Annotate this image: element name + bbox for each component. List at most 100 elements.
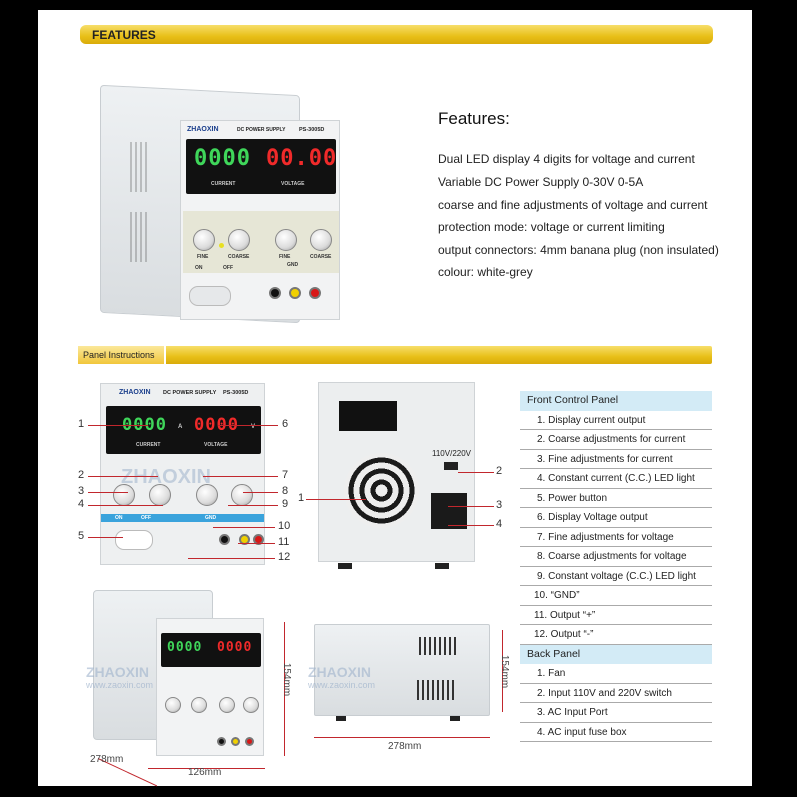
list-item: 4. AC input fuse box [520,723,712,742]
ac-input-port[interactable] [431,493,467,529]
feature-line: Variable DC Power Supply 0-30V 0-5A [438,175,644,189]
back-callout-3: 3 [496,499,503,511]
list-item: 6. Display Voltage output [520,508,712,528]
gnd-jack[interactable] [219,534,230,545]
panel-stripe: ON OFF GND [101,514,264,522]
watermark-url: www.zaoxin.com [86,680,154,690]
fan-grille [344,453,419,528]
positive-jack[interactable] [239,534,250,545]
positive-jack[interactable] [289,287,301,299]
callout-10: 10 [278,520,291,532]
features-header-bar: FEATURES [80,25,713,44]
callout-1: 1 [78,418,85,430]
features-header: FEATURES [92,28,156,42]
height-dimension-line [284,622,285,756]
negative-jack[interactable] [253,534,264,545]
power-button[interactable] [189,286,231,306]
side-length-dimension-line [314,737,490,738]
current-coarse-knob[interactable] [228,229,250,251]
voltage-fine-label: FINE [279,254,291,260]
callout-9: 9 [282,498,289,510]
side-vent [130,142,150,192]
voltage-readout: 00.00 [266,146,338,171]
height-dimension: 154mm [281,662,293,697]
model-label: PS-3005D [223,390,249,396]
model-label: PS-3005D [299,127,325,133]
led-display: 0000 0000 A V CURRENT VOLTAGE [106,406,261,454]
voltage-fine-knob[interactable] [196,484,218,506]
voltage-label: VOLTAGE [204,442,228,448]
current-coarse-label: COARSE [228,254,250,260]
watermark: ZHAOXIN [121,466,211,488]
voltage-readout: 0000 [194,415,239,435]
voltage-coarse-knob[interactable] [310,229,332,251]
width-dimension: 126mm [188,767,222,778]
current-coarse-knob[interactable] [149,484,171,506]
back-callout-2: 2 [496,465,503,477]
depth-dimension: 278mm [90,754,124,765]
side-vent [417,680,457,700]
amp-unit: A [178,424,183,430]
callout-3: 3 [78,485,85,497]
gnd-label: GND [287,262,299,268]
current-label: CURRENT [136,442,161,448]
off-label: OFF [141,515,151,521]
power-button[interactable] [115,530,153,550]
knob[interactable] [243,697,259,713]
list-item: 9. Constant voltage (C.C.) LED light [520,567,712,586]
back-callout-4: 4 [496,518,503,530]
rating-plate [339,401,397,431]
knob[interactable] [219,697,235,713]
on-label: ON [195,265,203,271]
side-length-dimension: 278mm [388,741,422,752]
volt-unit: V [251,424,256,430]
list-item: 1. Display current output [520,411,712,430]
side-height-dimension: 154mm [499,654,511,689]
voltage-label: VOLTAGE [281,181,305,187]
led-display: 0000 00.00 CURRENT VOLTAGE [186,139,336,194]
knob[interactable] [165,697,181,713]
current-label: CURRENT [211,181,236,187]
voltage-readout: 0000 [217,640,253,655]
list-item: 3. Fine adjustments for current [520,450,712,469]
back-panel-diagram: 110V/220V [318,382,475,562]
callout-8: 8 [282,485,289,497]
watermark-url: www.zaoxin.com [308,680,376,690]
negative-jack[interactable] [245,737,254,746]
back-callout-1: 1 [298,492,305,504]
negative-jack[interactable] [309,287,321,299]
cc-led [219,243,224,248]
knob[interactable] [191,697,207,713]
voltage-coarse-knob[interactable] [231,484,253,506]
list-item: 11. Output “+” [520,606,712,625]
device-label: DC POWER SUPPLY [237,127,286,133]
positive-jack[interactable] [231,737,240,746]
watermark: ZHAOXIN [86,664,149,680]
front-panel-diagram: ZHAOXIN DC POWER SUPPLY PS-3005D 0000 00… [100,383,265,565]
feature-line: Dual LED display 4 digits for voltage an… [438,152,695,166]
gnd-jack[interactable] [217,737,226,746]
side-vent [419,637,457,655]
voltage-switch[interactable] [444,462,458,470]
callout-6: 6 [282,418,289,430]
callout-5: 5 [78,530,85,542]
list-item: 5. Power button [520,489,712,508]
list-item: 3. AC Input Port [520,703,712,723]
list-item: 1. Fan [520,664,712,684]
gnd-jack[interactable] [269,287,281,299]
brand-logo: ZHAOXIN [187,126,219,133]
list-item: 7. Fine adjustments for voltage [520,528,712,547]
front-panel-title: Front Control Panel [520,391,712,411]
front-panel: ZHAOXIN DC POWER SUPPLY PS-3005D 0000 00… [180,120,340,320]
side-vent [130,212,150,262]
callout-11: 11 [278,536,290,548]
current-fine-knob[interactable] [193,229,215,251]
device-label: DC POWER SUPPLY [163,390,217,396]
brand-logo: ZHAOXIN [119,389,151,396]
voltage-fine-knob[interactable] [275,229,297,251]
current-fine-label: FINE [197,254,209,260]
panel-instructions-bar: Panel Instructions [78,346,712,364]
product-photo: ZHAOXIN DC POWER SUPPLY PS-3005D 0000 00… [100,82,342,324]
feature-line: protection mode: voltage or current limi… [438,220,665,234]
current-fine-knob[interactable] [113,484,135,506]
